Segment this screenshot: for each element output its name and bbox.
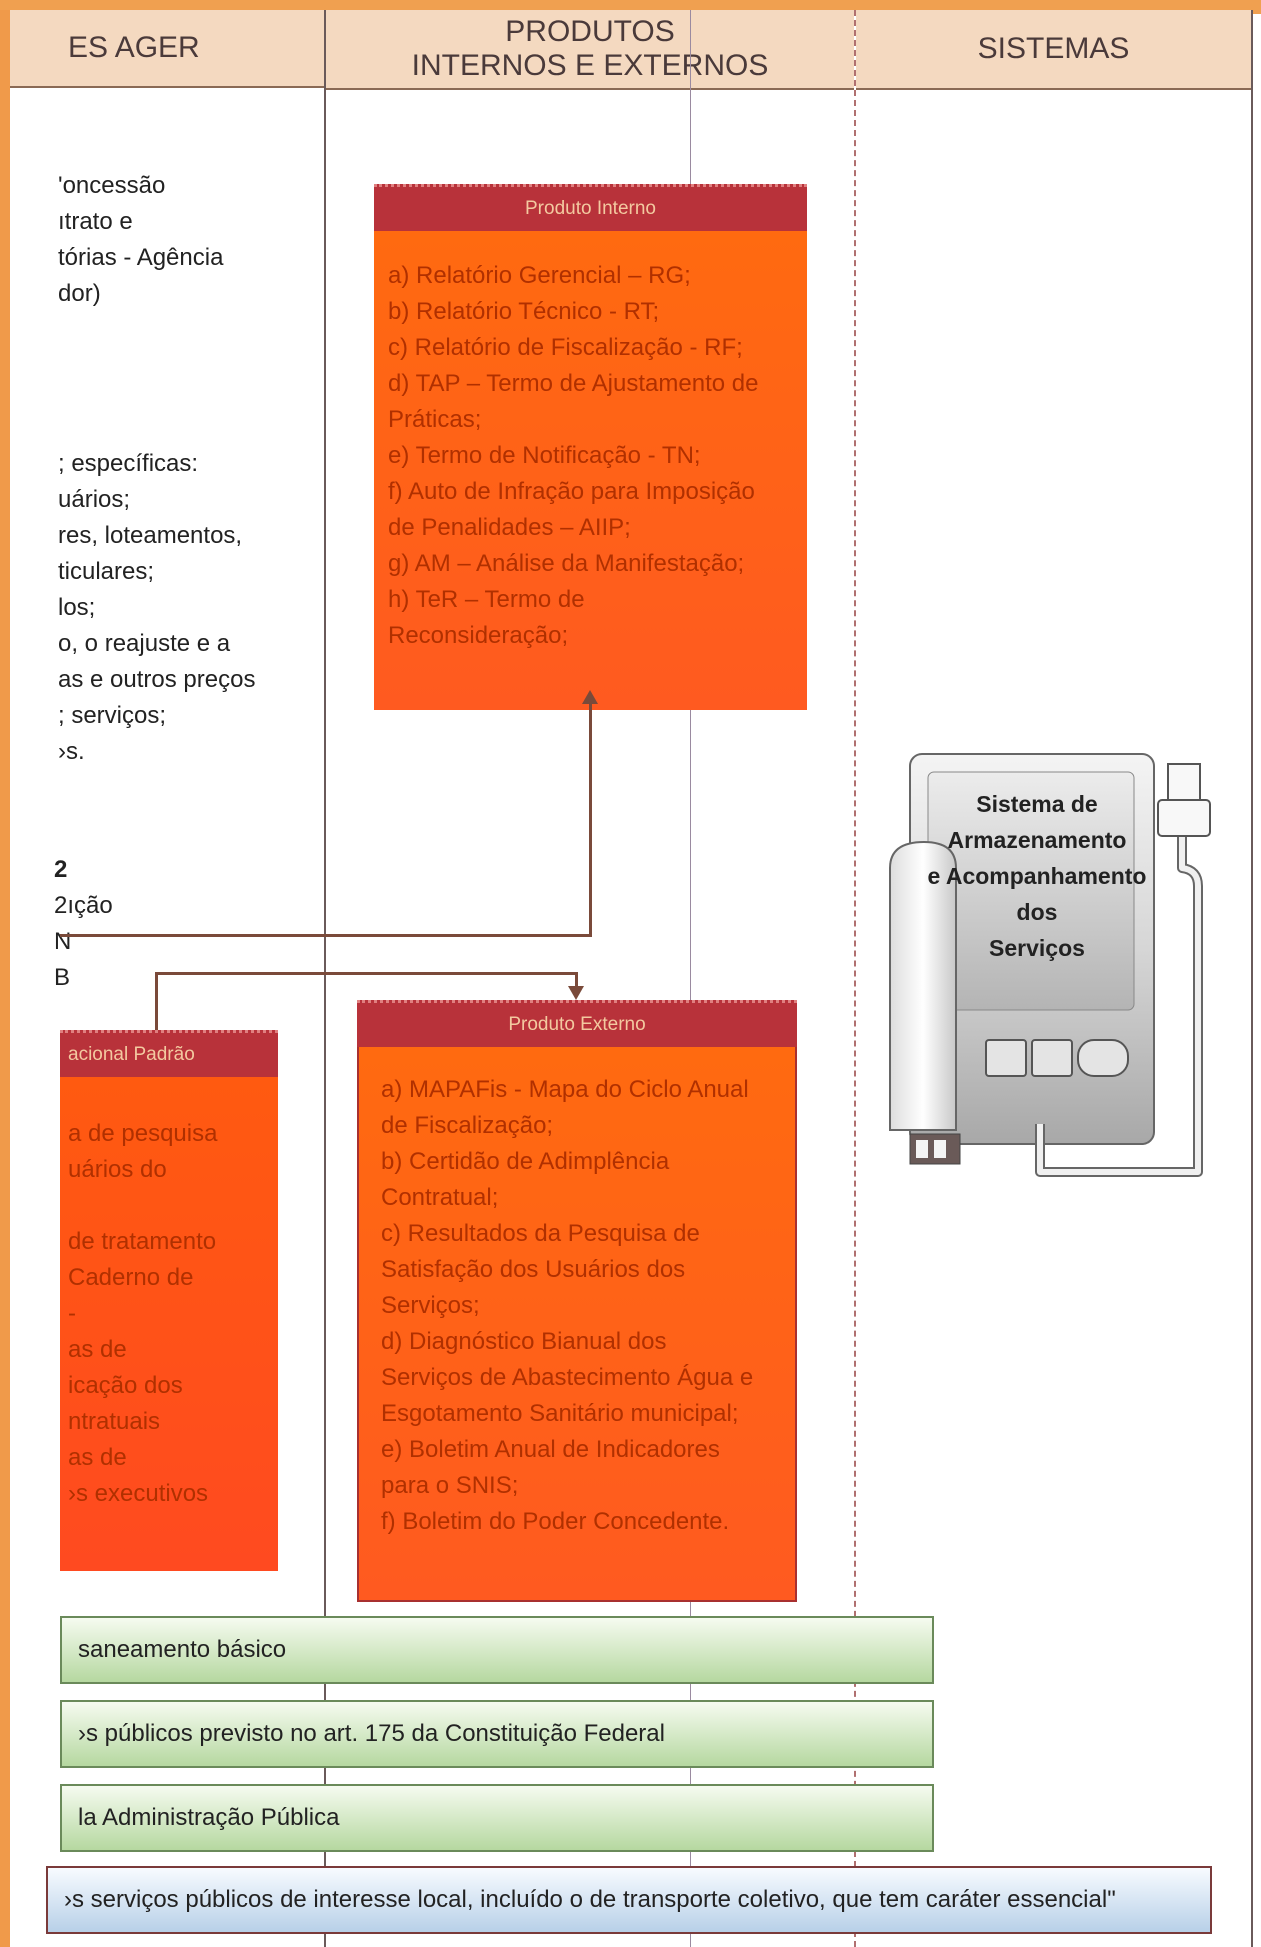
left-text-line: uários; [58, 486, 131, 513]
device-illustration-icon [889, 753, 1211, 1177]
column-divider-1 [324, 10, 326, 1947]
left-text-line: ; específicas: [58, 450, 199, 477]
produto-externo-item: f) Boletim do Poder Concedente. [381, 1508, 730, 1535]
left-orange-panel: a de pesquisa uários do de tratamento Ca… [60, 1030, 278, 1571]
produto-interno-item: g) AM – Análise da Manifestação; [388, 550, 745, 577]
system-label-line: Armazenamento [947, 827, 1127, 853]
produto-interno-item: de Penalidades – AIIP; [388, 514, 631, 541]
produto-externo-item: para o SNIS; [381, 1472, 519, 1499]
produto-interno-panel: a) Relatório Gerencial – RG; b) Relatóri… [374, 184, 807, 710]
system-label-line: e Acompanhamento [927, 863, 1147, 889]
left-text-block-2: ; específicas: uários; res, loteamentos,… [58, 446, 255, 770]
left-panel-item: as de [68, 1336, 127, 1363]
produto-interno-item: h) TeR – Termo de [388, 586, 585, 613]
produto-interno-item: d) TAP – Termo de Ajustamento de [388, 370, 759, 397]
left-text-block-3: 2 2ıção N B [54, 852, 113, 996]
header-col-sistemas: SISTEMAS [856, 10, 1251, 90]
left-text-block-1: 'oncessão ıtrato e tórias - Agência dor) [58, 168, 223, 312]
left-text-line: as e outros preços [58, 666, 256, 693]
produto-interno-item: f) Auto de Infração para Imposição [388, 478, 755, 505]
connector-line-v3 [575, 972, 578, 990]
system-label-line: Sistema de [976, 791, 1098, 817]
legal-bar-1-text: saneamento básico [78, 1636, 287, 1663]
left-panel-item: icação dos [68, 1372, 183, 1399]
arrow-down-icon [568, 986, 584, 1000]
connector-line-v1 [589, 700, 592, 937]
left-text-line: 2 [54, 856, 68, 883]
legal-bar-4: ›s serviços públicos de interesse local,… [46, 1866, 1212, 1934]
left-text-line: ıtrato e [58, 208, 133, 235]
system-label-line: Serviços [989, 935, 1085, 961]
left-panel-item: ntratuais [68, 1408, 161, 1435]
produto-externo-item: Satisfação dos Usuários dos [381, 1256, 686, 1283]
produto-externo-item: e) Boletim Anual de Indicadores [381, 1436, 720, 1463]
produto-interno-item: b) Relatório Técnico - RT; [388, 298, 660, 325]
left-panel-item: ›s executivos [68, 1480, 209, 1507]
produto-externo-item: Serviços; [381, 1292, 480, 1319]
header-col-produtos-line1: PRODUTOS [505, 15, 675, 48]
produto-externo-item: b) Certidão de Adimplência [381, 1148, 670, 1175]
connector-line-h1 [60, 934, 592, 937]
left-panel-item: as de [68, 1444, 127, 1471]
produto-externo-item: c) Resultados da Pesquisa de [381, 1220, 700, 1247]
left-text-line: 'oncessão [58, 172, 166, 199]
left-text-line: 2ıção [54, 892, 113, 919]
header-col-ager: ES AGER [10, 10, 324, 88]
left-panel-item [68, 1188, 270, 1224]
arrow-up-icon [582, 690, 598, 704]
left-panel-item: de tratamento [68, 1228, 217, 1255]
left-text-line: los; [58, 594, 96, 621]
produto-interno-item: Reconsideração; [388, 622, 569, 649]
left-orange-panel-body: a de pesquisa uários do de tratamento Ca… [60, 1074, 278, 1571]
produto-externo-item: Contratual; [381, 1184, 499, 1211]
header-col-produtos: PRODUTOS INTERNOS E EXTERNOS [326, 10, 854, 90]
left-panel-item: a de pesquisa [68, 1120, 218, 1147]
produto-externo-body: a) MAPAFis - Mapa do Ciclo Anual de Fisc… [357, 1044, 797, 1602]
produto-interno-item: a) Relatório Gerencial – RG; [388, 262, 691, 289]
fold-line [690, 10, 691, 1947]
produto-interno-item: c) Relatório de Fiscalização - RF; [388, 334, 743, 361]
left-panel-title: acional Padrão [60, 1030, 278, 1077]
left-text-line: dor) [58, 280, 101, 307]
produto-interno-item: e) Termo de Notificação - TN; [388, 442, 701, 469]
column-divider-2 [854, 10, 856, 1947]
produto-externo-item: de Fiscalização; [381, 1112, 554, 1139]
left-text-line: o, o reajuste e a [58, 630, 231, 657]
left-text-line: res, loteamentos, [58, 522, 243, 549]
produto-externo-panel: a) MAPAFis - Mapa do Ciclo Anual de Fisc… [357, 1000, 797, 1602]
system-label: Sistema de Armazenamento e Acompanhament… [902, 786, 1172, 966]
connector-line-h2 [155, 972, 578, 975]
left-text-line: tórias - Agência [58, 244, 224, 271]
left-frame [0, 10, 10, 1947]
legal-bar-2: ›s públicos previsto no art. 175 da Cons… [60, 1700, 934, 1768]
left-text-line: ticulares; [58, 558, 155, 585]
legal-bar-4-text: ›s serviços públicos de interesse local,… [64, 1886, 1116, 1913]
legal-bar-1: saneamento básico [60, 1616, 934, 1684]
produto-externo-item: a) MAPAFis - Mapa do Ciclo Anual [381, 1076, 749, 1103]
left-text-line: ›s. [58, 738, 85, 765]
left-text-line: B [54, 964, 71, 991]
column-divider-3 [1251, 10, 1253, 1947]
left-text-line: N [54, 928, 72, 955]
produto-interno-body: a) Relatório Gerencial – RG; b) Relatóri… [374, 228, 807, 710]
produto-externo-title: Produto Externo [357, 1000, 797, 1047]
produto-externo-item: d) Diagnóstico Bianual dos [381, 1328, 667, 1355]
connector-line-v2 [155, 972, 158, 1030]
left-panel-item: - [68, 1300, 76, 1327]
legal-bar-2-text: ›s públicos previsto no art. 175 da Cons… [78, 1720, 665, 1747]
produto-externo-item: Serviços de Abastecimento Água e [381, 1364, 754, 1391]
header-col-ager-label: ES AGER [68, 31, 200, 64]
system-label-line: dos [1016, 899, 1058, 925]
left-text-line: ; serviços; [58, 702, 167, 729]
left-panel-item: Caderno de [68, 1264, 194, 1291]
legal-bar-3-text: la Administração Pública [78, 1804, 340, 1831]
system-device: Sistema de Armazenamento e Acompanhament… [889, 752, 1211, 1177]
header-col-produtos-line2: INTERNOS E EXTERNOS [411, 49, 769, 82]
produto-interno-title: Produto Interno [374, 184, 807, 231]
produto-interno-item: Práticas; [388, 406, 482, 433]
header-col-sistemas-label: SISTEMAS [977, 32, 1130, 65]
left-panel-item: uários do [68, 1156, 167, 1183]
produto-externo-item: Esgotamento Sanitário municipal; [381, 1400, 739, 1427]
legal-bar-3: la Administração Pública [60, 1784, 934, 1852]
